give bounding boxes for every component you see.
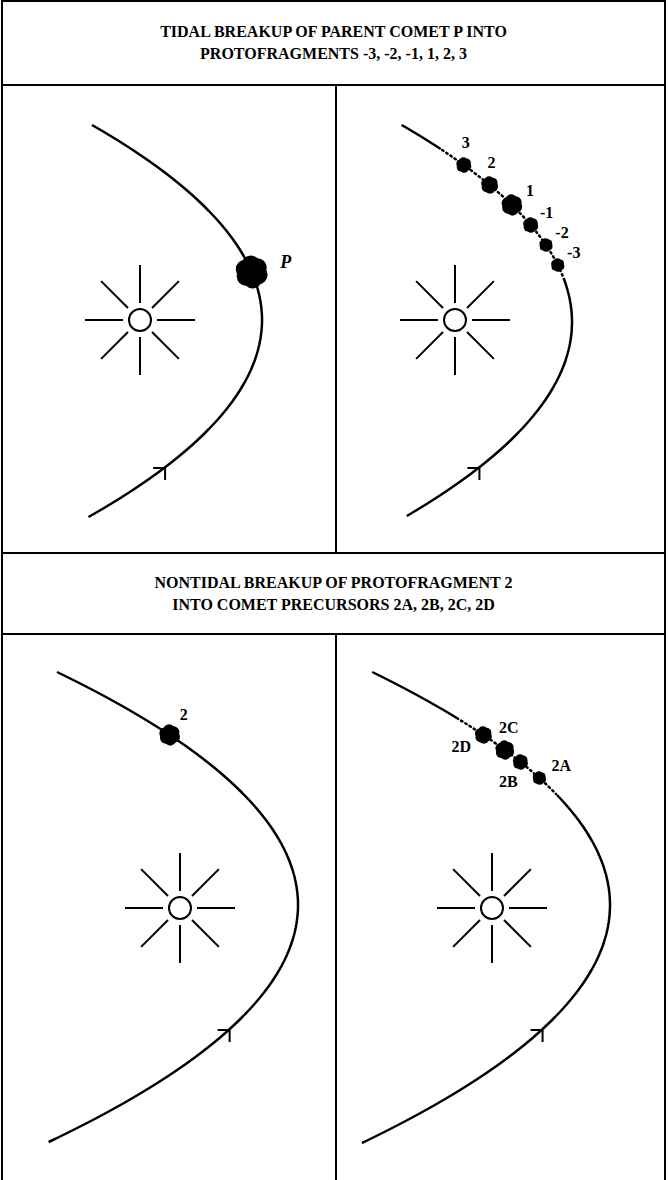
orbit-curve (372, 672, 457, 718)
fragment-label: 2B (499, 773, 518, 791)
sun-ray (125, 907, 163, 909)
header-band: NONTIDAL BREAKUP OF PROTOFRAGMENT 2 INTO… (3, 554, 664, 633)
comet-blob (248, 258, 267, 277)
fragment-label: 2C (499, 719, 519, 737)
sun-ray (101, 281, 128, 308)
divider-line (335, 85, 337, 553)
sun-ray (491, 853, 493, 891)
header-band: TIDAL BREAKUP OF PARENT COMET P INTO PRO… (3, 2, 664, 84)
comet-blob (538, 772, 546, 780)
sun-ray (491, 925, 493, 963)
comet-blob (510, 196, 522, 208)
sun-symbol (481, 897, 503, 919)
sun-ray (454, 265, 456, 303)
divider-line (335, 634, 337, 1180)
sun-ray (400, 319, 438, 321)
debris-trail (457, 718, 556, 794)
direction-arrow (467, 468, 479, 480)
comet-blob (481, 728, 491, 738)
border-line (2, 84, 666, 86)
sun-ray (416, 281, 443, 308)
sun-ray (454, 337, 456, 375)
comet-blob (462, 159, 471, 168)
sun-symbol (169, 897, 191, 919)
border-line (664, 0, 666, 1180)
comet-blob (529, 219, 538, 228)
orbit-curve (407, 278, 572, 516)
sun-ray (453, 920, 480, 947)
sun-ray (157, 319, 195, 321)
sun-ray (101, 332, 128, 359)
sun-ray (467, 332, 494, 359)
debris-trail (442, 150, 563, 278)
sun-ray (467, 281, 494, 308)
comet-blob (556, 259, 564, 267)
sun-ray (179, 853, 181, 891)
orbit-curve (49, 672, 298, 1142)
comet-blob (167, 726, 179, 738)
sun-symbol (129, 309, 151, 331)
sun-ray (504, 869, 531, 896)
sun-ray (472, 319, 510, 321)
fragment-label: 2 (180, 706, 188, 724)
border-line (2, 633, 666, 635)
fragment-label: 1 (526, 182, 534, 200)
orbit-curve (402, 125, 441, 149)
sun-ray (437, 907, 475, 909)
comet-blob (544, 239, 552, 247)
fragment-label: P (280, 253, 291, 271)
fragment-label: -1 (540, 204, 553, 222)
fragment-label: -3 (567, 244, 580, 262)
sun-ray (192, 869, 219, 896)
sun-ray (141, 869, 168, 896)
sun-ray (504, 920, 531, 947)
comet-blob (519, 756, 528, 765)
fragment-label: 2D (452, 738, 472, 756)
sun-ray (152, 332, 179, 359)
sun-ray (139, 265, 141, 303)
sun-ray (416, 332, 443, 359)
header-text: TIDAL BREAKUP OF PARENT COMET P INTO PRO… (139, 21, 529, 65)
sun-ray (141, 920, 168, 947)
fragment-label: 2A (552, 757, 572, 775)
orbit-curve (362, 795, 610, 1143)
sun-ray (179, 925, 181, 963)
sun-ray (152, 281, 179, 308)
direction-arrow (531, 1030, 543, 1042)
sun-ray (85, 319, 123, 321)
sun-ray (139, 337, 141, 375)
comet-blob (503, 742, 514, 753)
comet-blob (488, 178, 498, 188)
fragment-label: -2 (555, 224, 568, 242)
orbit-curve (89, 125, 263, 517)
sun-ray (453, 869, 480, 896)
fragment-label: 3 (462, 134, 470, 152)
fragment-label: 2 (488, 154, 496, 172)
sun-ray (192, 920, 219, 947)
direction-arrow (218, 1030, 230, 1042)
sun-ray (197, 907, 235, 909)
header-text: NONTIDAL BREAKUP OF PROTOFRAGMENT 2 INTO… (139, 572, 529, 616)
direction-arrow (153, 468, 165, 480)
sun-ray (509, 907, 547, 909)
sun-symbol (444, 309, 466, 331)
